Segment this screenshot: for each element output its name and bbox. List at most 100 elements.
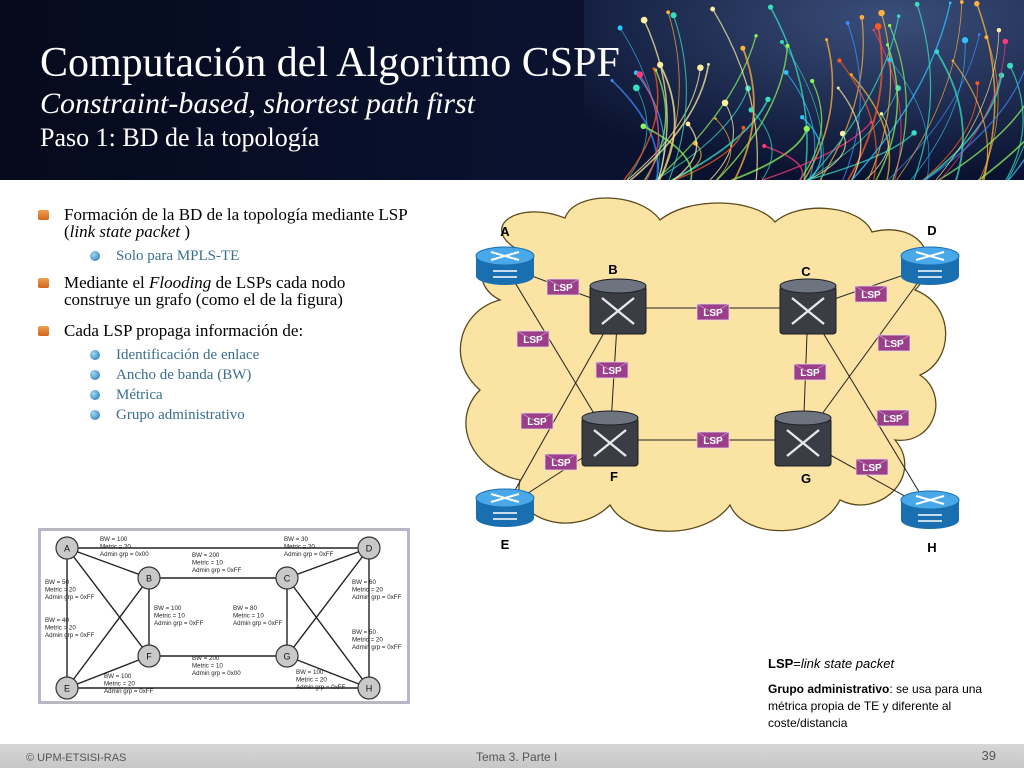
inset-attribute-line: Metric = 10 <box>192 662 223 669</box>
inset-node-label: A <box>64 544 70 554</box>
fiber-tip <box>872 28 875 32</box>
fiber-strand <box>716 45 789 180</box>
lsp-badge-envelope-icon <box>877 334 911 352</box>
fiber-strand <box>977 140 1024 180</box>
fiber-tip <box>836 86 840 90</box>
slide-header: Computación del Algoritmo CSPF Constrain… <box>0 0 1024 180</box>
lsp-badge: LSP <box>876 409 910 427</box>
fiber-tip <box>666 10 671 15</box>
fiber-strand <box>762 121 872 180</box>
inset-node-b <box>137 566 161 590</box>
inset-node-g <box>275 644 299 668</box>
fiber-strand <box>939 41 1006 180</box>
page-number: 39 <box>981 748 996 763</box>
cloud-shape <box>459 197 947 532</box>
lsp-badge-envelope-icon <box>546 278 580 296</box>
subbullet-marker-icon <box>90 251 100 261</box>
switch-cross-arrows-icon <box>601 297 635 325</box>
fiber-strand <box>851 2 951 180</box>
fiber-strand <box>867 12 892 180</box>
lsp-badge-flap <box>696 431 730 442</box>
lsp-badge-label: LSP <box>523 335 543 346</box>
lsp-badge: LSP <box>546 278 580 296</box>
bullet-marker-icon <box>38 210 49 220</box>
router-arrows-icon <box>490 493 520 503</box>
inset-node-label: G <box>283 652 290 662</box>
node-d-router-icon <box>900 246 960 285</box>
fiber-tip <box>803 125 810 132</box>
inset-attribute-line: BW = 50 <box>45 579 69 586</box>
inset-attribute-line: BW = 100 <box>104 673 132 680</box>
lsp-badge-flap <box>877 334 911 345</box>
router-arrows-icon <box>915 495 945 505</box>
bullet-text-emphasis: link state packet <box>69 222 181 241</box>
inset-attribute-line: Admin grp = 0xFF <box>296 684 346 691</box>
bullet-text: Cada LSP propaga información de: <box>64 321 304 340</box>
fiber-strand <box>659 11 680 180</box>
fiber-tip <box>859 15 865 20</box>
inset-attribute-line: Metric = 20 <box>352 636 383 643</box>
fiber-strand <box>623 68 659 180</box>
fiber-tip <box>885 43 890 47</box>
fiber-strand <box>935 50 964 180</box>
inset-attribute-line: Metric = 20 <box>284 543 315 550</box>
fiber-tip <box>707 62 710 66</box>
fiber-strand <box>654 87 749 180</box>
inset-attribute-line: Admin grp = 0xFF <box>154 620 204 627</box>
fiber-tip <box>685 121 691 127</box>
fiber-strand <box>842 22 861 180</box>
inset-attribute-line: BW = 100 <box>154 605 182 612</box>
fiber-tip <box>1002 38 1009 45</box>
fiber-tip <box>779 39 784 44</box>
lsp-badge: LSP <box>520 412 554 430</box>
fiber-strand <box>875 44 899 180</box>
fiber-strand <box>1007 158 1024 180</box>
fiber-strand <box>733 47 755 180</box>
fiber-tip <box>911 130 917 136</box>
inset-attribute-line: Metric = 20 <box>45 624 76 631</box>
lsp-badge-flap <box>546 278 580 289</box>
lsp-badge-flap <box>544 453 578 464</box>
fiber-tip <box>617 25 623 31</box>
inset-attribute-line: Admin grp = 0xFF <box>45 632 95 639</box>
subbullet-text: Solo para MPLS-TE <box>116 248 240 264</box>
fiber-tip <box>845 21 850 26</box>
fiber-tip <box>785 43 790 48</box>
subbullet-text: Grupo administrativo <box>116 407 245 423</box>
lsp-badge-label: LSP <box>703 436 723 447</box>
subbullet-marker-icon <box>90 350 100 360</box>
link-d-g <box>802 265 931 441</box>
fiber-tip <box>837 58 842 63</box>
inset-link-c-h <box>286 577 370 689</box>
inset-attribute-line: Admin grp = 0x00 <box>100 551 149 558</box>
node-h-router-icon <box>900 490 960 529</box>
slide-title: Computación del Algoritmo CSPF <box>40 40 620 86</box>
inset-attribute-line: Metric = 10 <box>233 612 264 619</box>
router-base <box>901 511 959 529</box>
fiber-tip <box>1007 62 1014 69</box>
link-b-e <box>504 307 619 509</box>
fiber-strand <box>655 35 757 180</box>
inset-attribute-line: BW = 200 <box>192 655 220 662</box>
fiber-tip <box>636 71 644 78</box>
fiber-tip <box>767 4 774 10</box>
fiber-strand <box>924 69 1024 180</box>
lsp-badge-label: LSP <box>551 458 571 469</box>
lsp-badge-label: LSP <box>602 366 622 377</box>
fiber-strand <box>864 113 890 180</box>
bullet-flooding: Mediante el Flooding de LSPs cada nodo c… <box>38 274 458 308</box>
lsp-badge: LSP <box>696 303 730 321</box>
fiber-strand <box>913 3 932 180</box>
bullet-text: Mediante el <box>64 273 149 292</box>
node-b-switch-icon <box>589 278 647 335</box>
inset-attribute-line: Admin grp = 0xFF <box>284 551 334 558</box>
switch-cross-arrows-icon <box>791 297 825 325</box>
fiber-strand <box>887 34 980 180</box>
fiber-strand <box>639 73 660 180</box>
lsp-badge-flap <box>876 409 910 420</box>
